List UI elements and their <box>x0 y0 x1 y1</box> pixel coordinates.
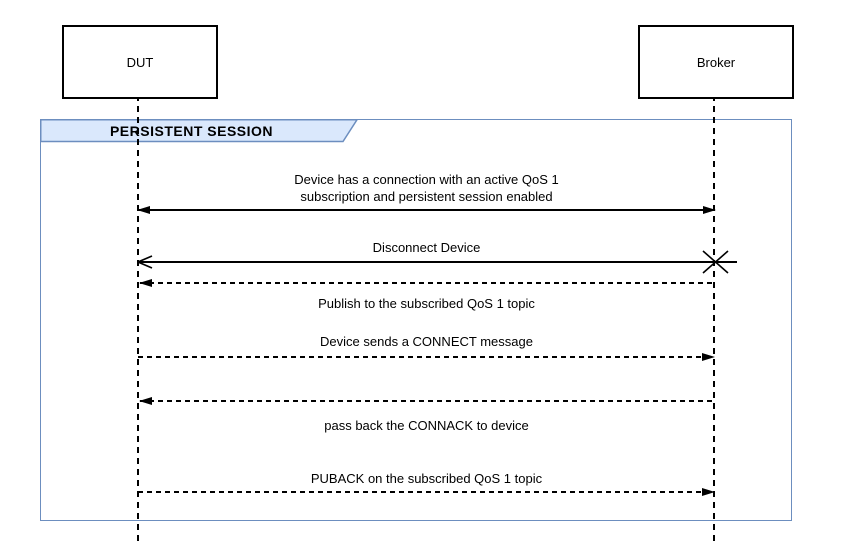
actor-label-dut: DUT <box>126 54 154 70</box>
message-line <box>139 278 715 287</box>
message-label: Device sends a CONNECT message <box>320 334 533 349</box>
message-label-line1: Device has a connection with an active Q… <box>294 172 559 187</box>
arrowhead-right-icon <box>702 487 715 496</box>
message-line <box>138 352 715 361</box>
lifeline-broker <box>713 95 715 542</box>
message-label-line2: subscription and persistent session enab… <box>300 189 553 204</box>
actor-label-broker: Broker <box>696 54 736 70</box>
message-label: Publish to the subscribed QoS 1 topic <box>318 296 535 311</box>
actor-box-broker: Broker <box>638 25 794 99</box>
message-label: Disconnect Device <box>372 240 481 255</box>
fragment-frame <box>40 119 792 521</box>
arrowhead-left-icon <box>139 396 152 405</box>
message-label: PUBACK on the subscribed QoS 1 topic <box>310 471 543 486</box>
message-line <box>137 205 716 214</box>
lost-message-x-icon <box>702 250 729 274</box>
message-label: Device has a connection with an active Q… <box>138 171 715 205</box>
lifeline-dut <box>137 95 139 542</box>
message-line <box>139 396 715 405</box>
message-label: pass back the CONNACK to device <box>324 418 529 433</box>
fragment-label-tab <box>40 119 359 143</box>
arrowhead-right-icon <box>702 352 715 361</box>
fragment-title: PERSISTENT SESSION <box>109 122 274 139</box>
actor-box-dut: DUT <box>62 25 218 99</box>
arrowhead-left-icon <box>137 205 150 214</box>
message-line <box>138 487 715 496</box>
arrowhead-open-left-icon <box>137 255 153 269</box>
arrowhead-right-icon <box>703 205 716 214</box>
arrowhead-left-icon <box>139 278 152 287</box>
message-line <box>137 250 737 274</box>
